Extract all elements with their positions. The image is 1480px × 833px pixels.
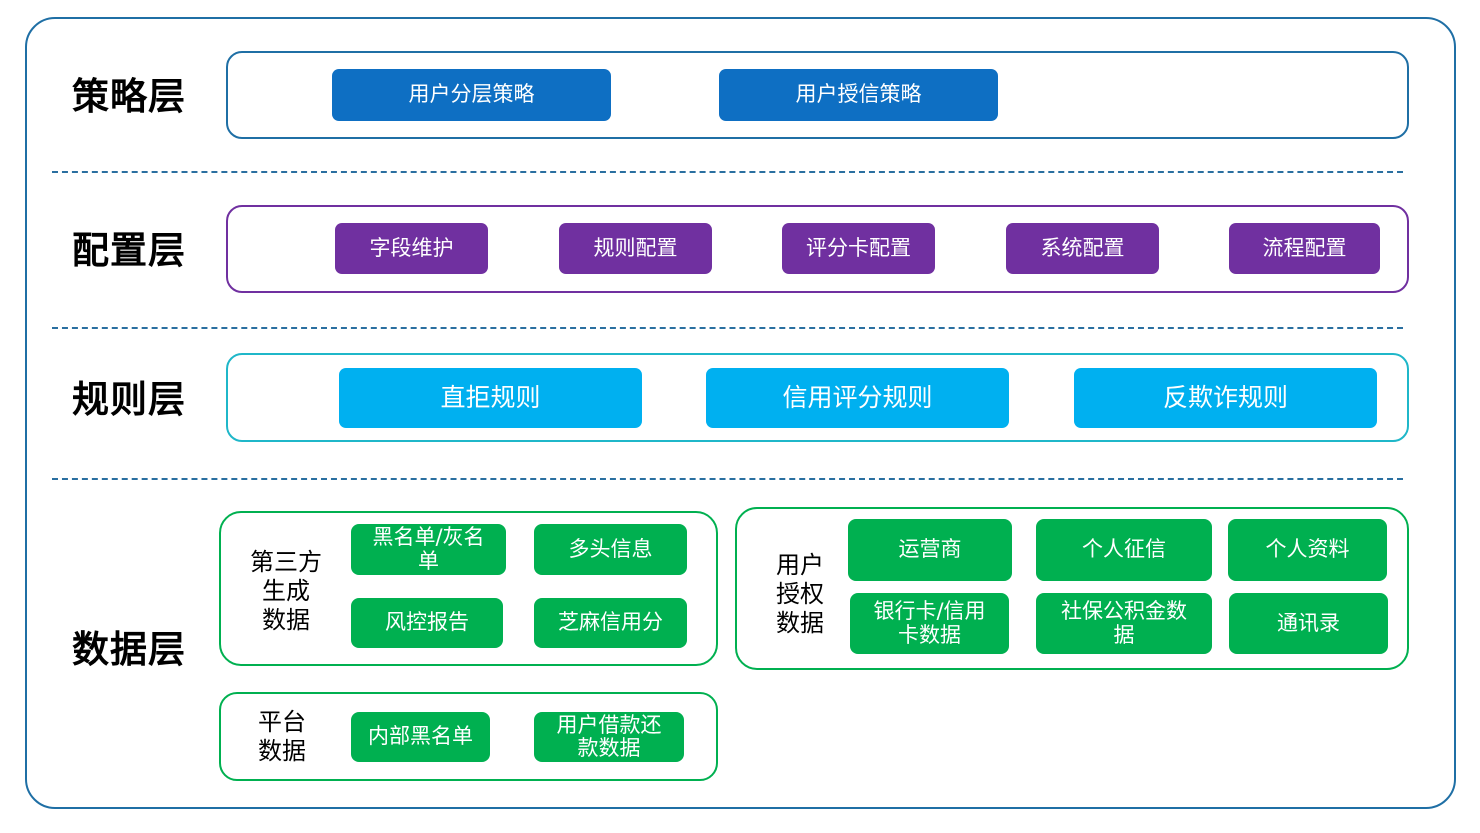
rule-item-direct-reject: 直拒规则 xyxy=(339,368,642,428)
data-item-blacklist-graylist: 黑名单/灰名 单 xyxy=(351,524,506,575)
layer-divider xyxy=(52,171,1403,173)
data-item-loan-repayment: 用户借款还 款数据 xyxy=(534,712,684,762)
config-item-field-maintenance: 字段维护 xyxy=(335,223,488,274)
architecture-frame xyxy=(25,17,1456,809)
rule-item-anti-fraud: 反欺诈规则 xyxy=(1074,368,1377,428)
strategy-item-user-credit: 用户授信策略 xyxy=(719,69,998,121)
platform-data-label: 平台 数据 xyxy=(258,708,306,765)
strategy-item-user-segmentation: 用户分层策略 xyxy=(332,69,611,121)
user-authorized-data-group xyxy=(735,507,1409,670)
data-item-multi-platform-info: 多头信息 xyxy=(534,524,687,575)
data-item-social-security-fund: 社保公积金数 据 xyxy=(1036,593,1212,654)
data-layer-title: 数据层 xyxy=(72,628,186,671)
platform-data-group xyxy=(219,692,718,781)
rule-layer-frame xyxy=(226,353,1409,442)
layer-divider xyxy=(52,327,1403,329)
third-party-data-label: 第三方 生成 数据 xyxy=(250,548,322,634)
rule-item-credit-score: 信用评分规则 xyxy=(706,368,1009,428)
data-item-risk-report: 风控报告 xyxy=(351,598,503,648)
config-item-system-config: 系统配置 xyxy=(1006,223,1159,274)
config-item-rule-config: 规则配置 xyxy=(559,223,712,274)
user-authorized-data-label: 用户 授权 数据 xyxy=(776,551,824,637)
data-item-carrier: 运营商 xyxy=(848,519,1012,581)
strategy-layer-title: 策略层 xyxy=(72,75,186,118)
data-item-bank-card: 银行卡/信用 卡数据 xyxy=(850,593,1009,654)
data-item-contacts: 通讯录 xyxy=(1229,593,1388,654)
data-item-sesame-credit: 芝麻信用分 xyxy=(534,598,687,648)
data-item-personal-credit-report: 个人征信 xyxy=(1036,519,1212,581)
layer-divider xyxy=(52,478,1403,480)
config-item-process-config: 流程配置 xyxy=(1229,223,1380,274)
config-layer-frame xyxy=(226,205,1409,293)
data-item-internal-blacklist: 内部黑名单 xyxy=(351,712,490,762)
third-party-data-group xyxy=(219,511,718,666)
config-item-scorecard-config: 评分卡配置 xyxy=(782,223,935,274)
rule-layer-title: 规则层 xyxy=(72,378,186,421)
data-item-personal-profile: 个人资料 xyxy=(1228,519,1387,581)
strategy-layer-frame xyxy=(226,51,1409,139)
config-layer-title: 配置层 xyxy=(72,229,186,272)
